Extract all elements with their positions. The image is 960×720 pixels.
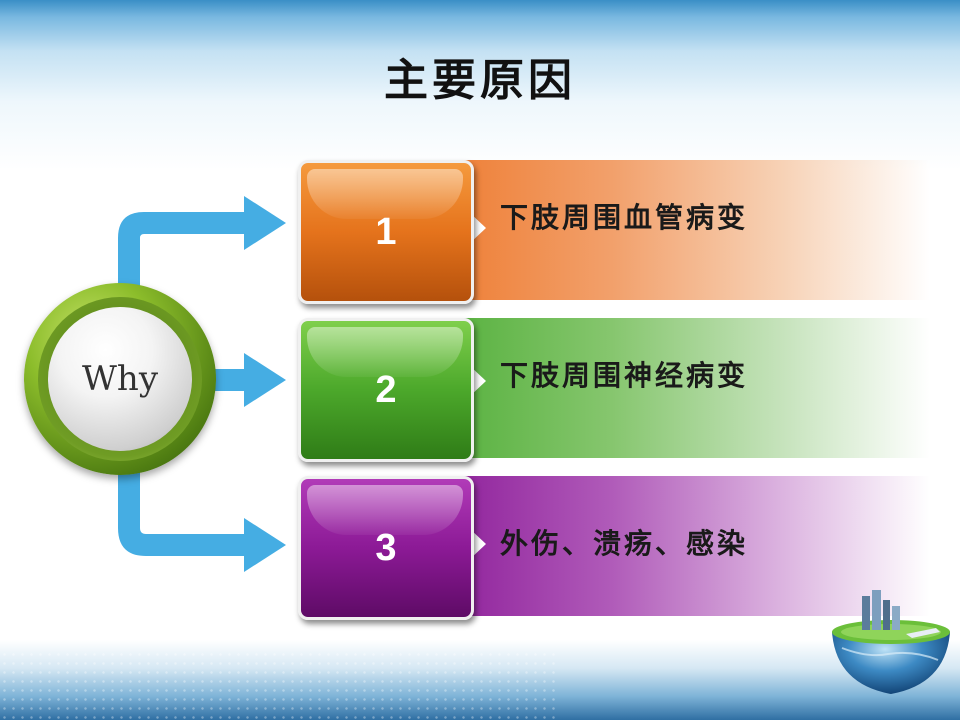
connector-middle-branch xyxy=(205,369,250,391)
connector-top-branch xyxy=(118,212,248,300)
item-1-text: 下肢周围血管病变 xyxy=(500,201,749,234)
item-2-text: 下肢周围神经病变 xyxy=(500,359,749,392)
item-3-pointer xyxy=(470,529,486,559)
slide-background-bottom xyxy=(0,640,960,720)
item-2-number-box: 2 xyxy=(298,318,474,462)
globe-city-decoration xyxy=(832,590,950,694)
arrow-head-2 xyxy=(244,353,286,407)
why-circle: Why xyxy=(24,283,216,475)
arrow-head-3 xyxy=(244,518,286,572)
why-ball: Why xyxy=(48,307,192,451)
arrow-head-1 xyxy=(244,196,286,250)
item-2-pointer xyxy=(470,366,486,396)
item-3-number: 3 xyxy=(375,526,397,569)
slide-background-top xyxy=(0,0,960,170)
slide-title: 主要原因 xyxy=(384,55,576,106)
why-label: Why xyxy=(81,359,159,399)
item-1-bar xyxy=(440,160,930,300)
item-1-number-box: 1 xyxy=(298,160,474,304)
item-1-number: 1 xyxy=(375,210,397,253)
slide-background-pattern xyxy=(0,650,560,720)
item-3-number-box: 3 xyxy=(298,476,474,620)
item-2-number: 2 xyxy=(375,368,397,411)
connector-bottom-branch xyxy=(118,460,248,556)
item-3-bar xyxy=(440,476,930,616)
item-2-bar xyxy=(440,318,930,458)
item-3-text: 外伤、溃疡、感染 xyxy=(500,527,749,560)
item-1-pointer xyxy=(470,213,486,243)
